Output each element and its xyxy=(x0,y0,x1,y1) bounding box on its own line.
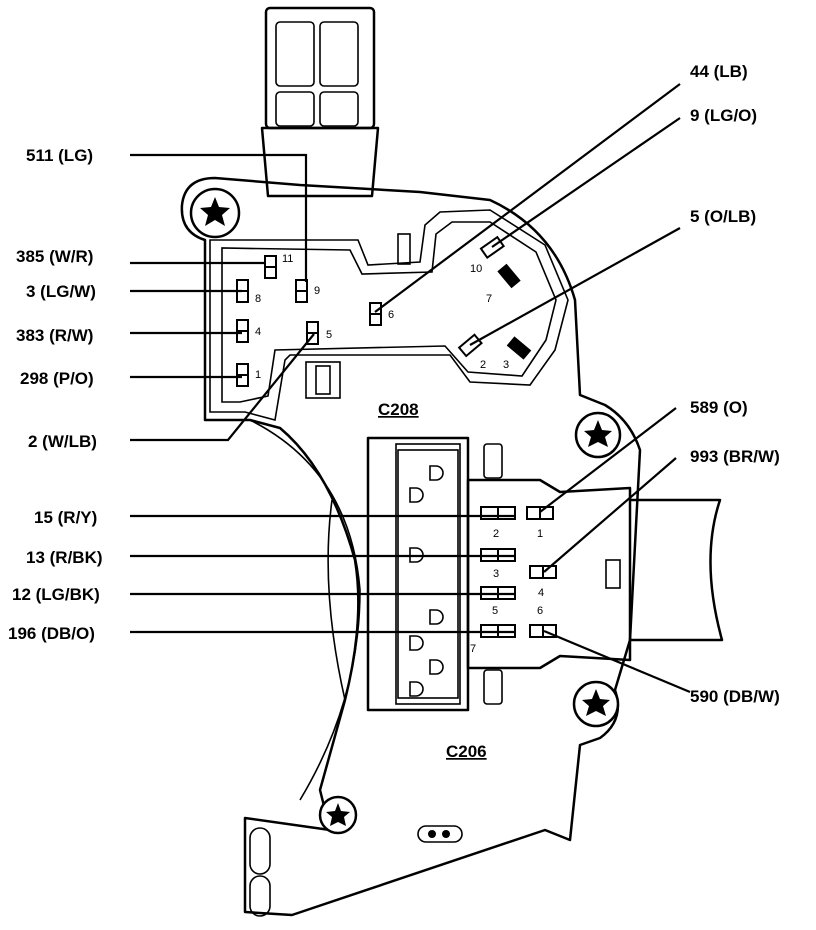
shaft xyxy=(630,498,724,642)
c206-pin-numbers: 2 1 3 4 5 6 7 xyxy=(470,528,544,655)
pin-label: 7 xyxy=(470,643,476,655)
wire-label: 13 (R/BK) xyxy=(26,548,103,567)
pin-label: 7 xyxy=(486,293,492,305)
pin-label: 3 xyxy=(503,359,509,371)
wire-label: 2 (W/LB) xyxy=(28,432,97,451)
leader-lines xyxy=(130,83,691,694)
pin-label: 6 xyxy=(388,309,394,321)
pin-label: 1 xyxy=(255,369,261,381)
c208-pin-numbers: 11 8 9 4 5 1 6 10 7 2 3 xyxy=(255,253,509,381)
screw-top-left-icon xyxy=(189,187,241,239)
wire-label: 511 (LG) xyxy=(26,146,93,165)
wire-labels-left: 511 (LG) 385 (W/R) 3 (LG/W) 383 (R/W) 29… xyxy=(8,146,103,643)
connector-label-c206: C206 xyxy=(446,742,487,761)
pin-label: 1 xyxy=(537,528,543,540)
wire-label: 196 (DB/O) xyxy=(8,624,95,643)
top-plug xyxy=(260,6,380,198)
wire-label: 298 (P/O) xyxy=(20,369,94,388)
pin-label: 2 xyxy=(493,528,499,540)
wire-labels-right: 44 (LB) 9 (LG/O) 5 (O/LB) 589 (O) 993 (B… xyxy=(690,62,780,706)
pin-label: 10 xyxy=(470,263,482,275)
pin-label: 2 xyxy=(480,359,486,371)
wire-label: 385 (W/R) xyxy=(16,247,93,266)
wire-label: 589 (O) xyxy=(690,398,748,417)
wire-label: 5 (O/LB) xyxy=(690,207,756,226)
pin-label: 9 xyxy=(314,285,320,297)
pin-label: 5 xyxy=(326,329,332,341)
screw-bottom-icon xyxy=(318,795,358,835)
screw-right-icon xyxy=(574,411,622,459)
pin-label: 3 xyxy=(493,568,499,580)
connector-label-c208: C208 xyxy=(378,400,419,419)
pin-label: 8 xyxy=(255,293,261,305)
wire-label: 12 (LG/BK) xyxy=(12,585,100,604)
bottom-bracket xyxy=(249,825,463,917)
pin-label: 11 xyxy=(282,253,293,265)
wire-label: 15 (R/Y) xyxy=(34,508,97,527)
wire-label: 44 (LB) xyxy=(690,62,748,81)
screw-lower-right-icon xyxy=(572,680,620,728)
pin-label: 4 xyxy=(538,587,544,599)
wire-label: 590 (DB/W) xyxy=(690,687,780,706)
switch-housing xyxy=(180,176,642,917)
pin-label: 6 xyxy=(537,605,543,617)
wire-label: 9 (LG/O) xyxy=(690,106,757,125)
pin-label: 4 xyxy=(255,326,261,338)
pin-label: 5 xyxy=(492,605,498,617)
wire-label: 383 (R/W) xyxy=(16,326,93,345)
wire-label: 993 (BR/W) xyxy=(690,447,780,466)
wire-label: 3 (LG/W) xyxy=(26,282,96,301)
c206-connector-body xyxy=(366,436,632,712)
